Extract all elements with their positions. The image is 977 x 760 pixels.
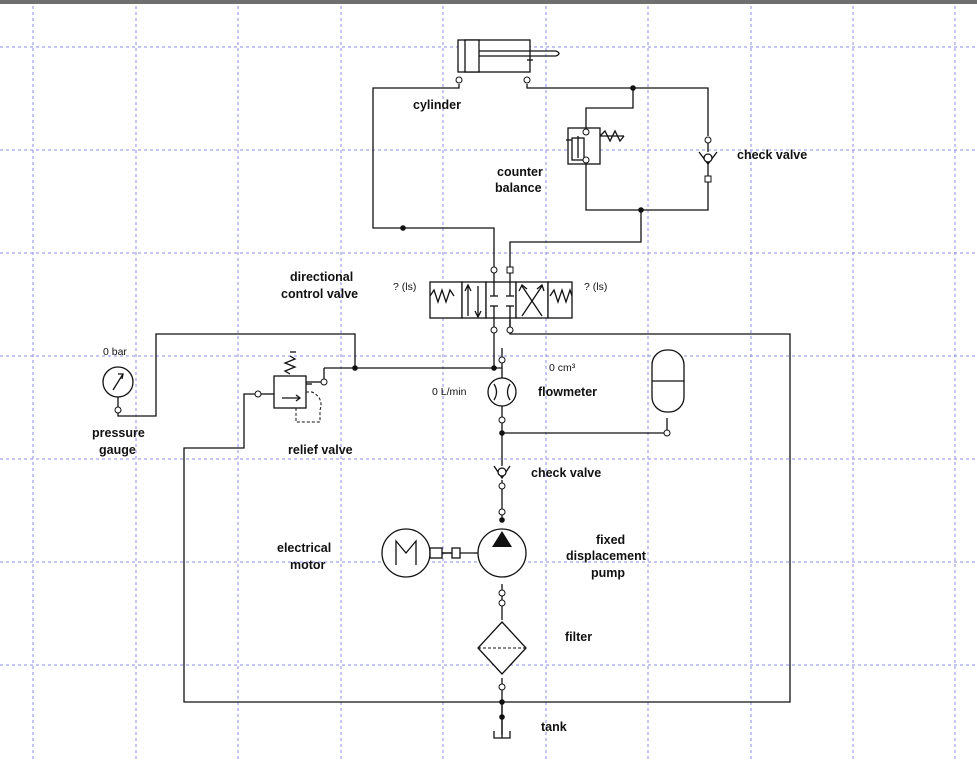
pressure-gauge-label-line1: pressure <box>92 426 145 440</box>
check-valve-top-symbol[interactable] <box>698 136 718 183</box>
accumulator-symbol[interactable] <box>651 349 685 437</box>
dcv-left-status: ? (ls) <box>393 281 416 293</box>
pressure-gauge-value: 0 bar <box>103 346 127 358</box>
relief-valve-label: relief valve <box>288 443 353 457</box>
pump-label-line2: displacement <box>566 549 647 563</box>
pressure-gauge-label-line2: gauge <box>99 443 136 457</box>
flowmeter-value: 0 L/min <box>432 386 467 398</box>
check-valve-top-label: check valve <box>737 148 807 162</box>
cylinder-symbol[interactable] <box>455 39 560 84</box>
filter-label: filter <box>565 630 592 644</box>
dcv-label-line2: control valve <box>281 287 358 301</box>
electrical-motor-label-line1: electrical <box>277 541 331 555</box>
electrical-motor-label-line2: motor <box>290 558 326 572</box>
pressure-gauge-symbol[interactable] <box>102 366 134 414</box>
pump-label-line3: pump <box>591 566 625 580</box>
directional-control-valve-symbol[interactable] <box>429 266 573 368</box>
filter-symbol[interactable] <box>477 621 527 691</box>
counter-balance-label-line2: balance <box>495 181 542 195</box>
accumulator-volume-value: 0 cm³ <box>549 362 576 374</box>
pump-label-line1: fixed <box>596 533 625 547</box>
electrical-motor-symbol[interactable] <box>381 528 461 578</box>
check-valve-mid-label: check valve <box>531 466 601 480</box>
labels: cylinder counter balance check valve dir… <box>92 98 807 734</box>
flowmeter-symbol[interactable] <box>487 356 517 424</box>
check-valve-mid-symbol[interactable] <box>493 465 511 516</box>
fixed-displacement-pump-symbol[interactable] <box>474 528 527 607</box>
relief-valve-symbol[interactable] <box>254 351 328 423</box>
junction-dots <box>352 85 644 705</box>
tank-label: tank <box>541 720 567 734</box>
tank-symbol[interactable] <box>493 702 511 739</box>
dcv-right-status: ? (ls) <box>584 281 607 293</box>
window-top-border <box>0 0 977 4</box>
counter-balance-valve-symbol[interactable] <box>566 127 625 165</box>
cylinder-label: cylinder <box>413 98 461 112</box>
counter-balance-label-line1: counter <box>497 165 543 179</box>
dcv-label-line1: directional <box>290 270 353 284</box>
flowmeter-label: flowmeter <box>538 385 597 399</box>
